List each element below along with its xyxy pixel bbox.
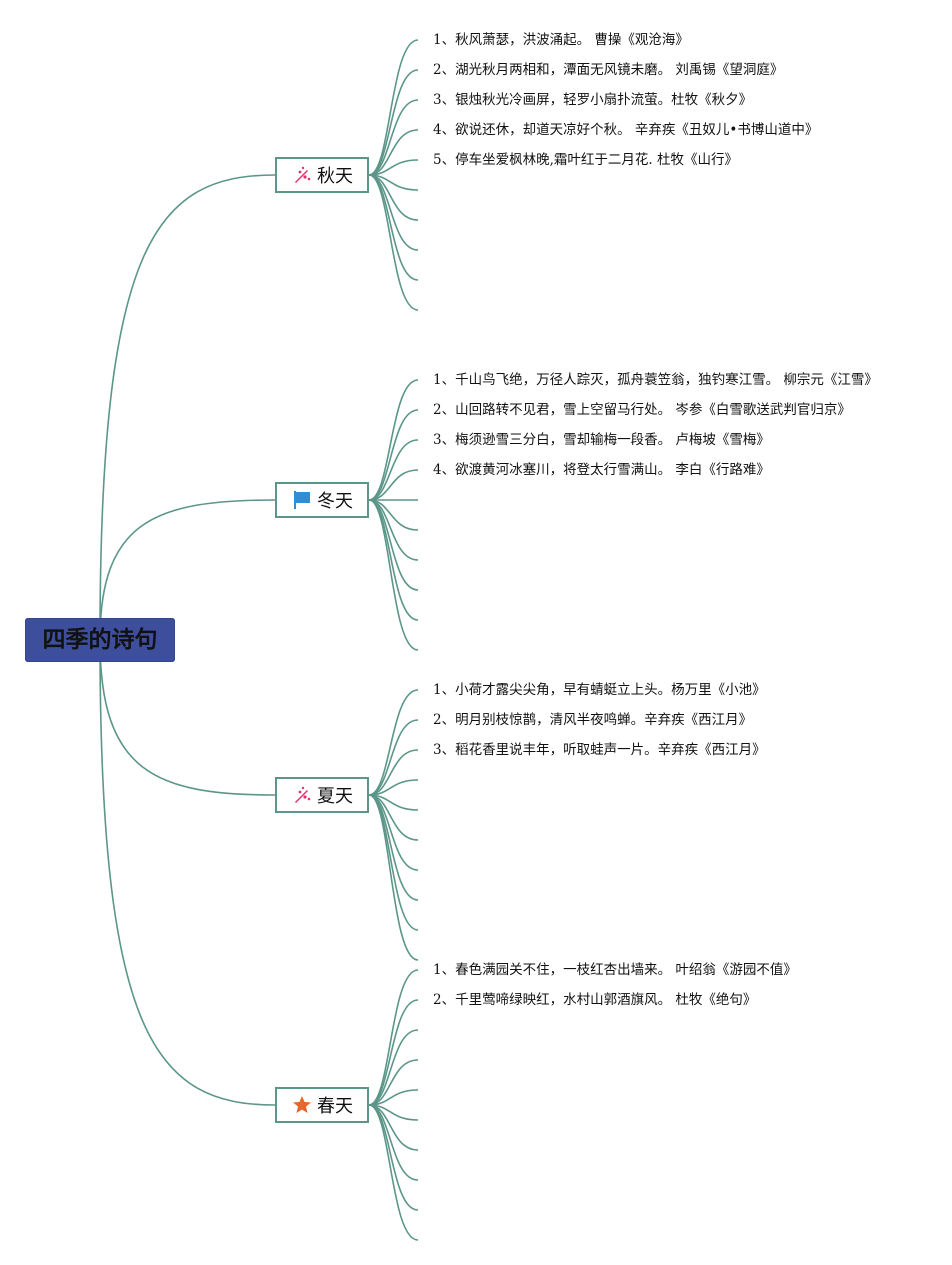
star-icon	[291, 1094, 313, 1116]
branch-leaf-link	[368, 749, 419, 796]
flag-icon	[291, 489, 313, 511]
leaf-item[interactable]: 3、梅须逊雪三分白，雪却输梅一段香。 卢梅坡《雪梅》	[433, 432, 770, 448]
leaf-item[interactable]: 2、千里莺啼绿映红，水村山郭酒旗风。 杜牧《绝句》	[433, 992, 757, 1008]
leaf-item[interactable]: 2、山回路转不见君，雪上空留马行处。 岑参《白雪歌送武判官归京》	[433, 402, 851, 418]
branch-leaf-link	[368, 439, 419, 501]
root-branch-link	[99, 499, 276, 641]
root-branch-link	[99, 639, 276, 796]
branch-leaf-link	[368, 794, 419, 901]
branch-leaf-link	[368, 689, 419, 796]
branch-label: 夏天	[317, 786, 353, 807]
branch-summer[interactable]: 夏天	[275, 777, 369, 813]
sparkle-icon	[291, 164, 313, 186]
branch-leaf-link	[368, 1059, 419, 1106]
root-branch-link	[99, 639, 276, 1106]
branch-leaf-link	[368, 39, 419, 176]
leaf-item[interactable]: 4、欲渡黄河冰塞川，将登太行雪满山。 李白《行路难》	[433, 462, 770, 478]
branch-leaf-link	[368, 69, 419, 176]
branch-leaf-link	[368, 969, 419, 1106]
leaf-item[interactable]: 4、欲说还休，却道天凉好个秋。 辛弃疾《丑奴儿•书博山道中》	[433, 122, 819, 138]
branch-winter[interactable]: 冬天	[275, 482, 369, 518]
leaf-item[interactable]: 3、银烛秋光冷画屏，轻罗小扇扑流萤。杜牧《秋夕》	[433, 92, 753, 108]
leaf-item[interactable]: 2、明月别枝惊鹊，清风半夜鸣蝉。辛弃疾《西江月》	[433, 712, 753, 728]
branch-leaf-link	[368, 174, 419, 281]
branch-label: 冬天	[317, 491, 353, 512]
leaf-item[interactable]: 1、春色满园关不住，一枝红杏出墙来。 叶绍翁《游园不值》	[433, 962, 797, 978]
root-topic[interactable]: 四季的诗句	[25, 618, 175, 662]
branch-leaf-link	[368, 174, 419, 311]
branch-leaf-link	[368, 469, 419, 501]
leaf-item[interactable]: 5、停车坐爱枫林晚,霜叶红于二月花. 杜牧《山行》	[433, 152, 738, 168]
branch-leaf-link	[368, 794, 419, 931]
leaf-item[interactable]: 1、千山鸟飞绝，万径人踪灭，孤舟蓑笠翁，独钓寒江雪。 柳宗元《江雪》	[433, 372, 878, 388]
root-branch-link	[99, 174, 276, 641]
branch-leaf-link	[368, 99, 419, 176]
branch-leaf-link	[368, 794, 419, 961]
branch-label: 春天	[317, 1096, 353, 1117]
branch-spring[interactable]: 春天	[275, 1087, 369, 1123]
leaf-item[interactable]: 2、湖光秋月两相和，潭面无风镜未磨。 刘禹锡《望洞庭》	[433, 62, 784, 78]
branch-label: 秋天	[317, 166, 353, 187]
branch-leaf-link	[368, 1104, 419, 1241]
leaf-item[interactable]: 3、稻花香里说丰年，听取蛙声一片。辛弃疾《西江月》	[433, 742, 766, 758]
branch-leaf-link	[368, 999, 419, 1106]
sparkle-icon	[291, 784, 313, 806]
branch-leaf-link	[368, 499, 419, 651]
branch-leaf-link	[368, 499, 419, 591]
branch-leaf-link	[368, 1104, 419, 1211]
branch-leaf-link	[368, 409, 419, 501]
leaf-item[interactable]: 1、秋风萧瑟，洪波涌起。 曹操《观沧海》	[433, 32, 689, 48]
leaf-item[interactable]: 1、小荷才露尖尖角，早有蜻蜓立上头。杨万里《小池》	[433, 682, 766, 698]
branch-leaf-link	[368, 1029, 419, 1106]
branch-autumn[interactable]: 秋天	[275, 157, 369, 193]
branch-leaf-link	[368, 379, 419, 501]
branch-leaf-link	[368, 719, 419, 796]
branch-leaf-link	[368, 129, 419, 176]
